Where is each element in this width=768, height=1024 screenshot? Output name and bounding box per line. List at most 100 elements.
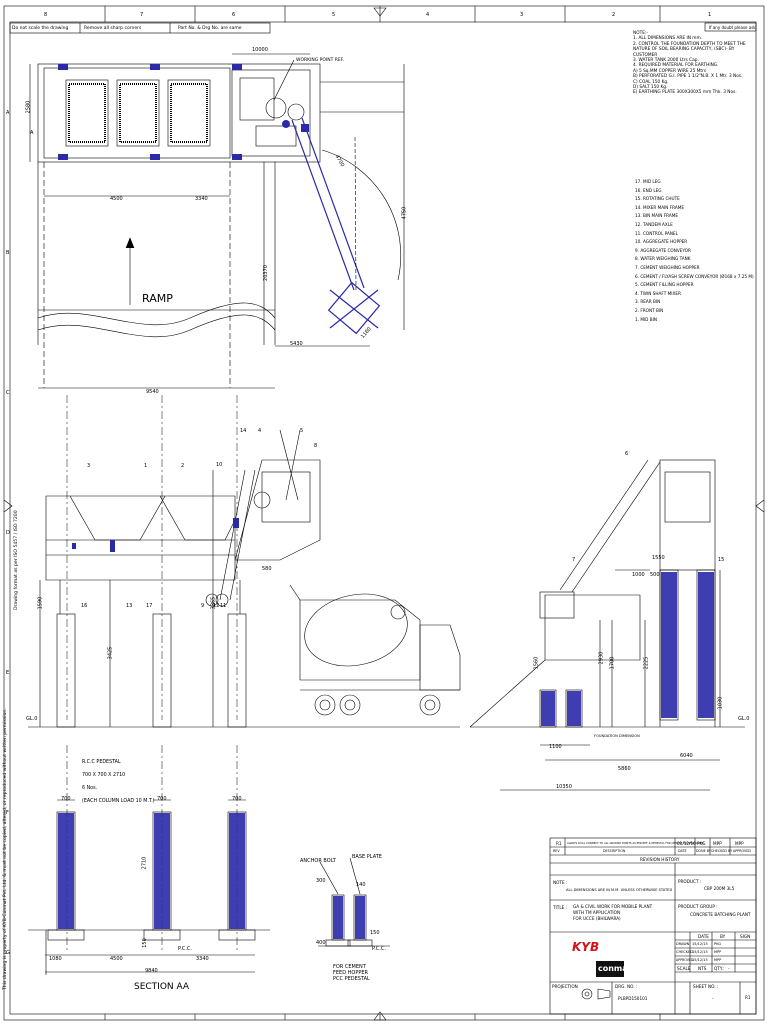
- legend-item: 1. MID BIN: [635, 316, 657, 322]
- dimension: 9540: [146, 389, 159, 395]
- gl-value: 0: [34, 716, 38, 722]
- dimension: 4500: [110, 956, 123, 962]
- note-item: 2. CONTROL THE FOUNDATION DEPTH TO MEET …: [633, 41, 746, 58]
- zone-label: 2: [612, 12, 616, 18]
- legend-item: 6. CEMENT / FLYASH SCREW CONVEYOR (Ø168 …: [635, 273, 754, 279]
- rev-value: R1: [745, 995, 751, 1000]
- scale-label: SCALE: [677, 966, 691, 971]
- ramp-label: RAMP: [142, 292, 173, 305]
- dimension: 140: [356, 882, 366, 888]
- dimension: 2225: [643, 656, 650, 670]
- note-text: ALL DIMENSIONS ARE IN M.M. UNLESS OTHERW…: [566, 888, 673, 892]
- dimension: 300: [316, 878, 326, 884]
- pedestal-note: R.C.C PEDESTAL 700 X 700 X 2710 6 Nos. (…: [82, 756, 155, 808]
- dimension: 1560: [533, 656, 540, 670]
- dimension: 1100: [549, 744, 562, 750]
- note-line: FEED HOPPER: [333, 970, 368, 976]
- callout: 9: [201, 603, 205, 609]
- note-item: B) PERFORATED G.I. PIPE 1 1/2"N.B. X 1 M…: [633, 74, 743, 80]
- dimension: 3425: [107, 646, 114, 660]
- zone-label: 7: [140, 12, 144, 18]
- zone-label: 6: [232, 12, 236, 18]
- pedestal-size: 700 X 700 X 2710: [82, 773, 126, 778]
- dimension: 5430: [290, 341, 303, 347]
- dimension: 700: [61, 796, 71, 802]
- sign-header: BY: [720, 934, 726, 939]
- dimension: 9840: [145, 968, 158, 974]
- rev-header: APPROVED: [733, 849, 751, 853]
- note-item: E) EARTHING PLATE 300X300X5 mm Thk. 3 No…: [633, 90, 737, 96]
- note-item: C) COAL 150 Kg.: [633, 79, 669, 85]
- title-line: GA & CIVIL WORK FOR MOBILE PLANT: [573, 904, 653, 909]
- legend-item: 11. CONTROL PANEL: [635, 230, 679, 236]
- dimension: 1000: [632, 572, 645, 578]
- legend-item: 5. CEMENT FILLING HOPPER: [635, 282, 694, 288]
- note-label: NOTE :: [553, 880, 568, 885]
- legend-item: 2. FRONT BIN: [635, 307, 664, 313]
- pedestal-qty: 6 Nos.: [82, 786, 98, 791]
- rev-header: REV: [553, 849, 560, 853]
- zone-label: A: [6, 110, 10, 116]
- sign-role: CHECKED: [676, 950, 693, 954]
- callout: 10: [216, 462, 223, 468]
- sign-header: SIGN: [740, 934, 751, 939]
- zone-label: C: [6, 390, 10, 396]
- conmat-logo: conmat: [598, 964, 632, 973]
- general-notes: NOTE:- 1. ALL DIMENSIONS ARE IN mm. 2. C…: [633, 31, 755, 96]
- dimension: 6040: [680, 753, 693, 759]
- legend-item: 7. CEMENT WEIGHING HOPPER: [635, 264, 700, 270]
- callout: 4: [258, 428, 262, 434]
- legend-item: 4. TWIN SHAFT MIXER: [635, 290, 681, 296]
- legend-item: 12. TANDEM AXLE: [635, 221, 673, 227]
- dimension: 1700: [609, 656, 616, 670]
- sheet-label: SHEET NO. :: [693, 984, 719, 989]
- section-title: SECTION AA: [134, 982, 190, 992]
- pedestal-load: (EACH COLUMN LOAD 10 M.T.): [82, 799, 155, 804]
- dimension: 3340: [196, 956, 209, 962]
- sign-by: MPP: [714, 950, 722, 954]
- notes-heading: NOTE:-: [633, 31, 648, 36]
- dimension: 5860: [618, 766, 631, 772]
- callout: 7: [572, 557, 576, 563]
- note-item: 3. WATER TANK 2000 Ltrs Cap.: [633, 58, 699, 64]
- working-point-label: WORKING POINT REF.: [296, 58, 345, 63]
- pcc-label: P.C.C.: [372, 946, 386, 952]
- anchor-bolt-label: ANCHOR BOLT: [300, 858, 336, 864]
- rev-header: CHECKED BY: [711, 849, 733, 853]
- ground-level-label: GL.0: [738, 716, 749, 722]
- callout: 13: [126, 603, 133, 609]
- dimension: 2580: [25, 100, 32, 114]
- callout: 14: [240, 428, 247, 434]
- projection-label: PROJECTION: [552, 984, 578, 989]
- zone-label: G: [6, 950, 10, 956]
- callout: 5: [300, 428, 304, 434]
- qty-label: QTY.:: [714, 966, 725, 971]
- callout: 15: [718, 557, 725, 563]
- zone-label: 4: [426, 12, 430, 18]
- note-item: D) SALT 150 Kg.: [633, 85, 668, 91]
- zone-label: 8: [44, 12, 48, 18]
- ground-level-label: GL.0: [26, 716, 37, 722]
- zone-label: 5: [332, 12, 336, 18]
- dimension: 580: [262, 566, 272, 572]
- legend-item: 14. MIXER MAIN FRAME: [635, 204, 685, 210]
- dimension: 1080: [49, 956, 62, 962]
- gl-text: GL.: [26, 716, 35, 722]
- sign-role: APPROVED: [676, 958, 694, 962]
- side-format-text: Drawing format as per ISO 5457 / ISO 720…: [14, 510, 19, 610]
- cement-hopper-note: FOR CEMENT FEED HOPPER PCC PEDESTAL: [333, 964, 370, 982]
- rev-by-cell: PKG: [697, 841, 706, 846]
- zone-label: D: [6, 530, 10, 536]
- gl-text: GL.: [738, 716, 747, 722]
- qty-value: -: [728, 966, 730, 971]
- product-label: PRODUCT :: [678, 879, 702, 884]
- zone-label: 3: [520, 12, 524, 18]
- dimension: 4500: [110, 196, 123, 202]
- callout: 8: [314, 443, 318, 449]
- note-line: PCC PEDESTAL: [333, 976, 370, 982]
- zone-label: 1: [708, 12, 712, 18]
- legend-item: 17. MID LEG: [635, 179, 661, 184]
- zone-label: E: [6, 670, 10, 676]
